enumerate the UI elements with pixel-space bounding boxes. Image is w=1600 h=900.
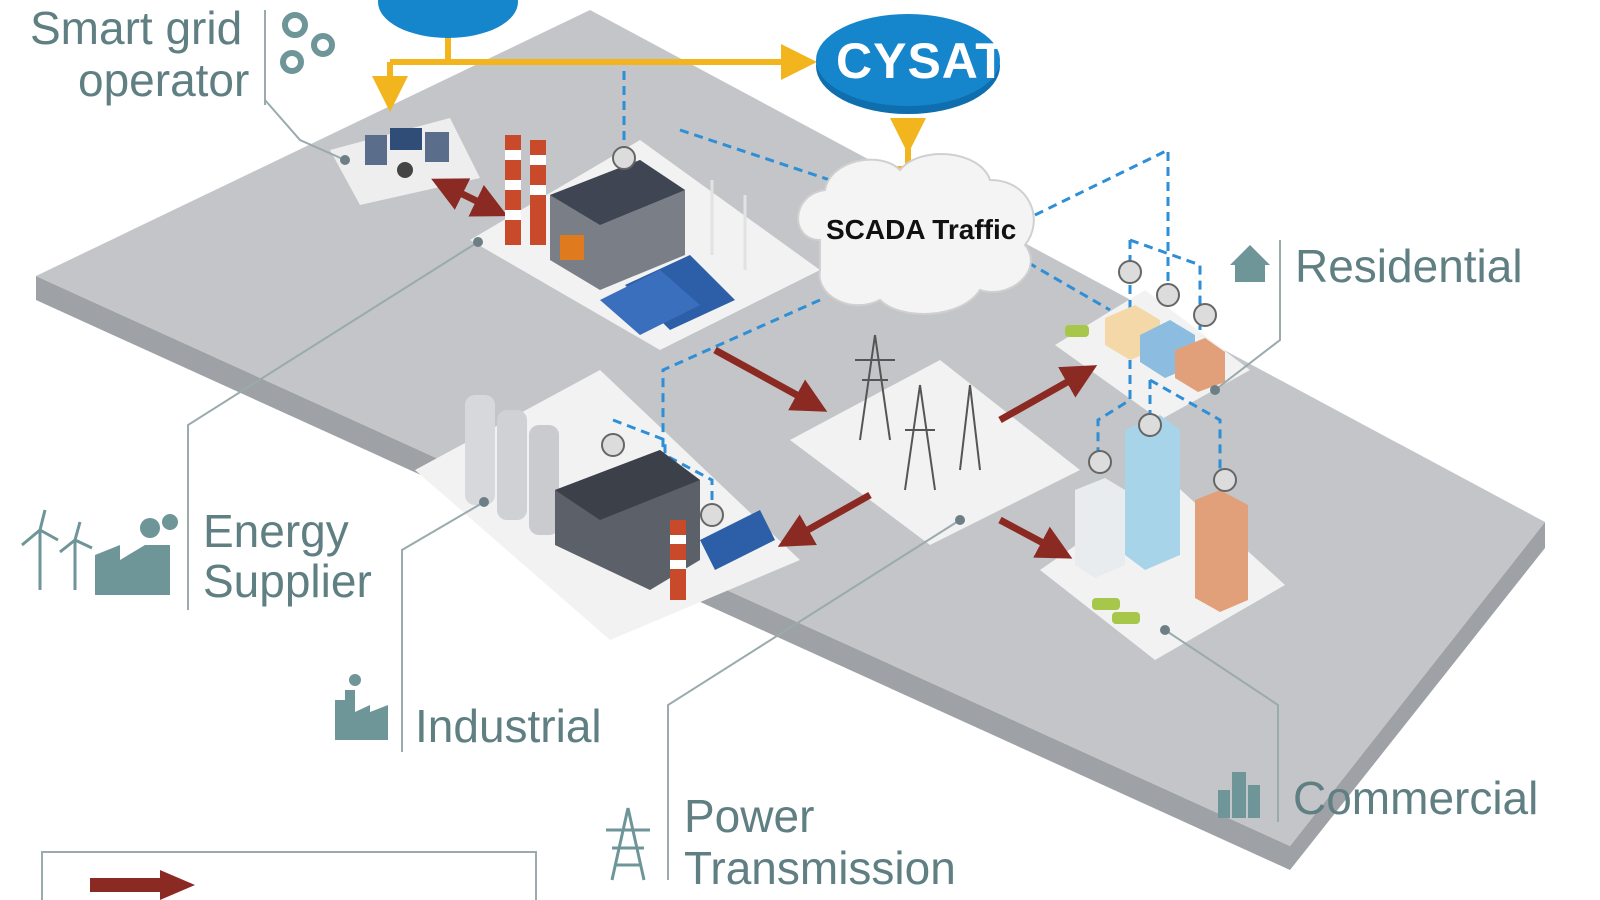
leader-dots [340,155,1220,635]
legend-box [41,851,537,900]
energy-supplier-label-line1: Energy [203,505,349,557]
flow-transmission-industrial [777,491,872,547]
transmission-towers [855,334,981,491]
residential-label-bar [1279,240,1281,295]
industrial-label: Industrial [415,700,602,752]
energy-supplier-label-line2: Supplier [203,555,372,607]
transmission-tower-icon [606,807,650,881]
industrial-factory-icon [335,674,388,740]
office-buildings-icon [1218,772,1260,818]
industrial-plant [465,395,775,600]
industrial-label-bar [401,700,403,752]
flow-transmission-commercial [998,516,1073,559]
link-residential-commercial-2 [1149,378,1222,480]
scada-traffic-label: SCADA Traffic [826,214,1017,245]
commercial-pad [1040,480,1285,660]
power-plant [505,135,747,335]
commercial-buildings [1075,413,1248,624]
smart-meter [612,146,636,170]
energy-flows [431,178,1098,559]
flow-supplier-transmission [713,346,828,412]
cysat-label: CYSAT [836,33,1007,89]
flow-transmission-residential [998,365,1098,424]
cysat-node [816,14,1000,114]
wind-turbine-icon [21,509,93,590]
factory-icon [95,514,178,595]
commercial-label: Commercial [1293,772,1539,824]
commercial-label-bar [1277,770,1279,822]
link-cloud-industrial [661,298,821,450]
flow-operator-supplier [431,178,508,217]
operator-station [365,128,449,178]
power-transmission-label-line2: Transmission [684,842,956,894]
residential-label: Residential [1295,240,1523,292]
link-industrial-meters [612,418,714,515]
smart-grid-operator-label-line1: Smart grid [30,2,243,54]
house-icon [1230,245,1270,282]
link-cloud-residential [1034,147,1170,300]
residential-houses [1065,260,1225,392]
power-transmission-label-line1: Power [684,790,815,842]
operator-label-bar [264,10,266,105]
scada-cloud [797,153,1035,315]
smart-grid-operator-label-line2: operator [78,54,250,106]
top-node-ellipse [378,0,518,38]
transmission-pad [790,360,1080,545]
supplier-label-bar [187,510,189,610]
gear-icon [280,12,335,74]
